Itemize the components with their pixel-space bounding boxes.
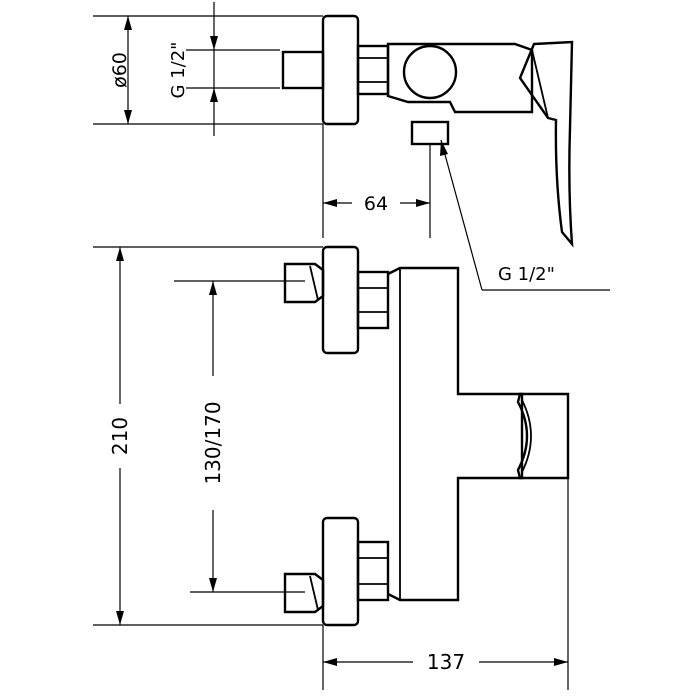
- outlet-offset-label: 64: [364, 193, 388, 215]
- thread-top-label: G 1/2": [168, 42, 189, 99]
- thread-top-dimension: G 1/2": [168, 2, 218, 136]
- top-inlet-connector: [281, 50, 325, 90]
- top-lever-handle: [518, 40, 574, 248]
- depth-dimension: 137: [322, 478, 569, 690]
- front-upper-hex-nut: [356, 270, 390, 330]
- front-view: 210 130/170: [93, 245, 570, 690]
- outlet-offset-dimension: 64: [322, 124, 431, 238]
- front-mixer-body: [387, 266, 524, 602]
- top-mixer-body: [386, 42, 534, 114]
- centers-dimension: 130/170: [198, 281, 228, 592]
- centers-label: 130/170: [201, 401, 225, 484]
- height-dimension: 210: [104, 247, 136, 625]
- depth-label: 137: [427, 650, 465, 674]
- top-hex-nut: [356, 44, 390, 96]
- diameter-label: ø60: [109, 52, 131, 88]
- top-wall-flange: [321, 14, 360, 126]
- front-upper-connector: [283, 262, 325, 304]
- top-outlet-spigot: [410, 120, 450, 146]
- outlet-thread-label: G 1/2": [498, 264, 555, 285]
- height-label: 210: [108, 417, 132, 455]
- front-lever-handle: [516, 392, 570, 480]
- front-lower-connector: [283, 572, 325, 614]
- diameter-dimension: ø60: [109, 16, 132, 124]
- front-lower-hex-nut: [356, 540, 390, 602]
- top-view: ø60 G 1/2": [93, 2, 610, 291]
- outlet-thread-leader: G 1/2": [440, 139, 610, 291]
- front-upper-flange: [321, 245, 360, 355]
- top-cartridge-circle: [402, 44, 458, 100]
- front-lower-flange: [321, 516, 360, 627]
